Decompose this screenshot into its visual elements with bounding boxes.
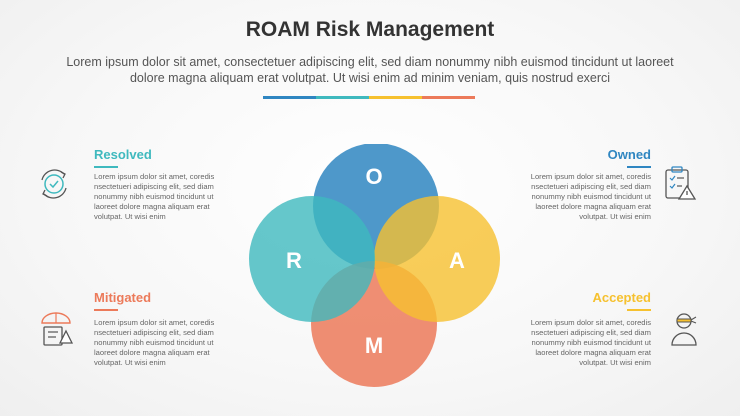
mitigated-underline [94, 309, 118, 311]
circle-resolved [249, 196, 375, 322]
divider-segment-blue [263, 96, 316, 99]
resolved-underline [94, 166, 118, 168]
letter-o: O [365, 164, 382, 189]
person-bandana-icon [671, 313, 697, 346]
roam-venn-diagram: O R A M [249, 144, 500, 387]
owned-underline [627, 166, 651, 168]
divider-segment-teal [316, 96, 369, 99]
cycle-check-icon [41, 169, 67, 199]
page-title: ROAM Risk Management [245, 18, 495, 41]
accepted-title: Accepted [592, 290, 651, 305]
accepted-text: Lorem ipsum dolor sit amet, coredis nsec… [530, 318, 651, 367]
letter-m: M [365, 333, 383, 358]
owned-title: Owned [607, 147, 651, 162]
clipboard-warning-icon [665, 166, 697, 200]
resolved-text: Lorem ipsum dolor sit amet, coredis nsec… [94, 172, 215, 221]
accepted-underline [627, 309, 651, 311]
divider-segment-red [422, 96, 475, 99]
letter-a: A [449, 248, 465, 273]
owned-text: Lorem ipsum dolor sit amet, coredis nsec… [530, 172, 651, 221]
mitigated-title: Mitigated [94, 290, 152, 305]
mitigated-text: Lorem ipsum dolor sit amet, coredis nsec… [94, 318, 215, 367]
divider-segment-yellow [369, 96, 422, 99]
umbrella-shield-icon [41, 312, 74, 346]
circle-accepted [374, 196, 500, 322]
page-subtitle: Lorem ipsum dolor sit amet, consectetuer… [66, 55, 674, 85]
letter-r: R [286, 248, 302, 273]
color-divider [263, 96, 475, 99]
resolved-title: Resolved [94, 147, 152, 162]
